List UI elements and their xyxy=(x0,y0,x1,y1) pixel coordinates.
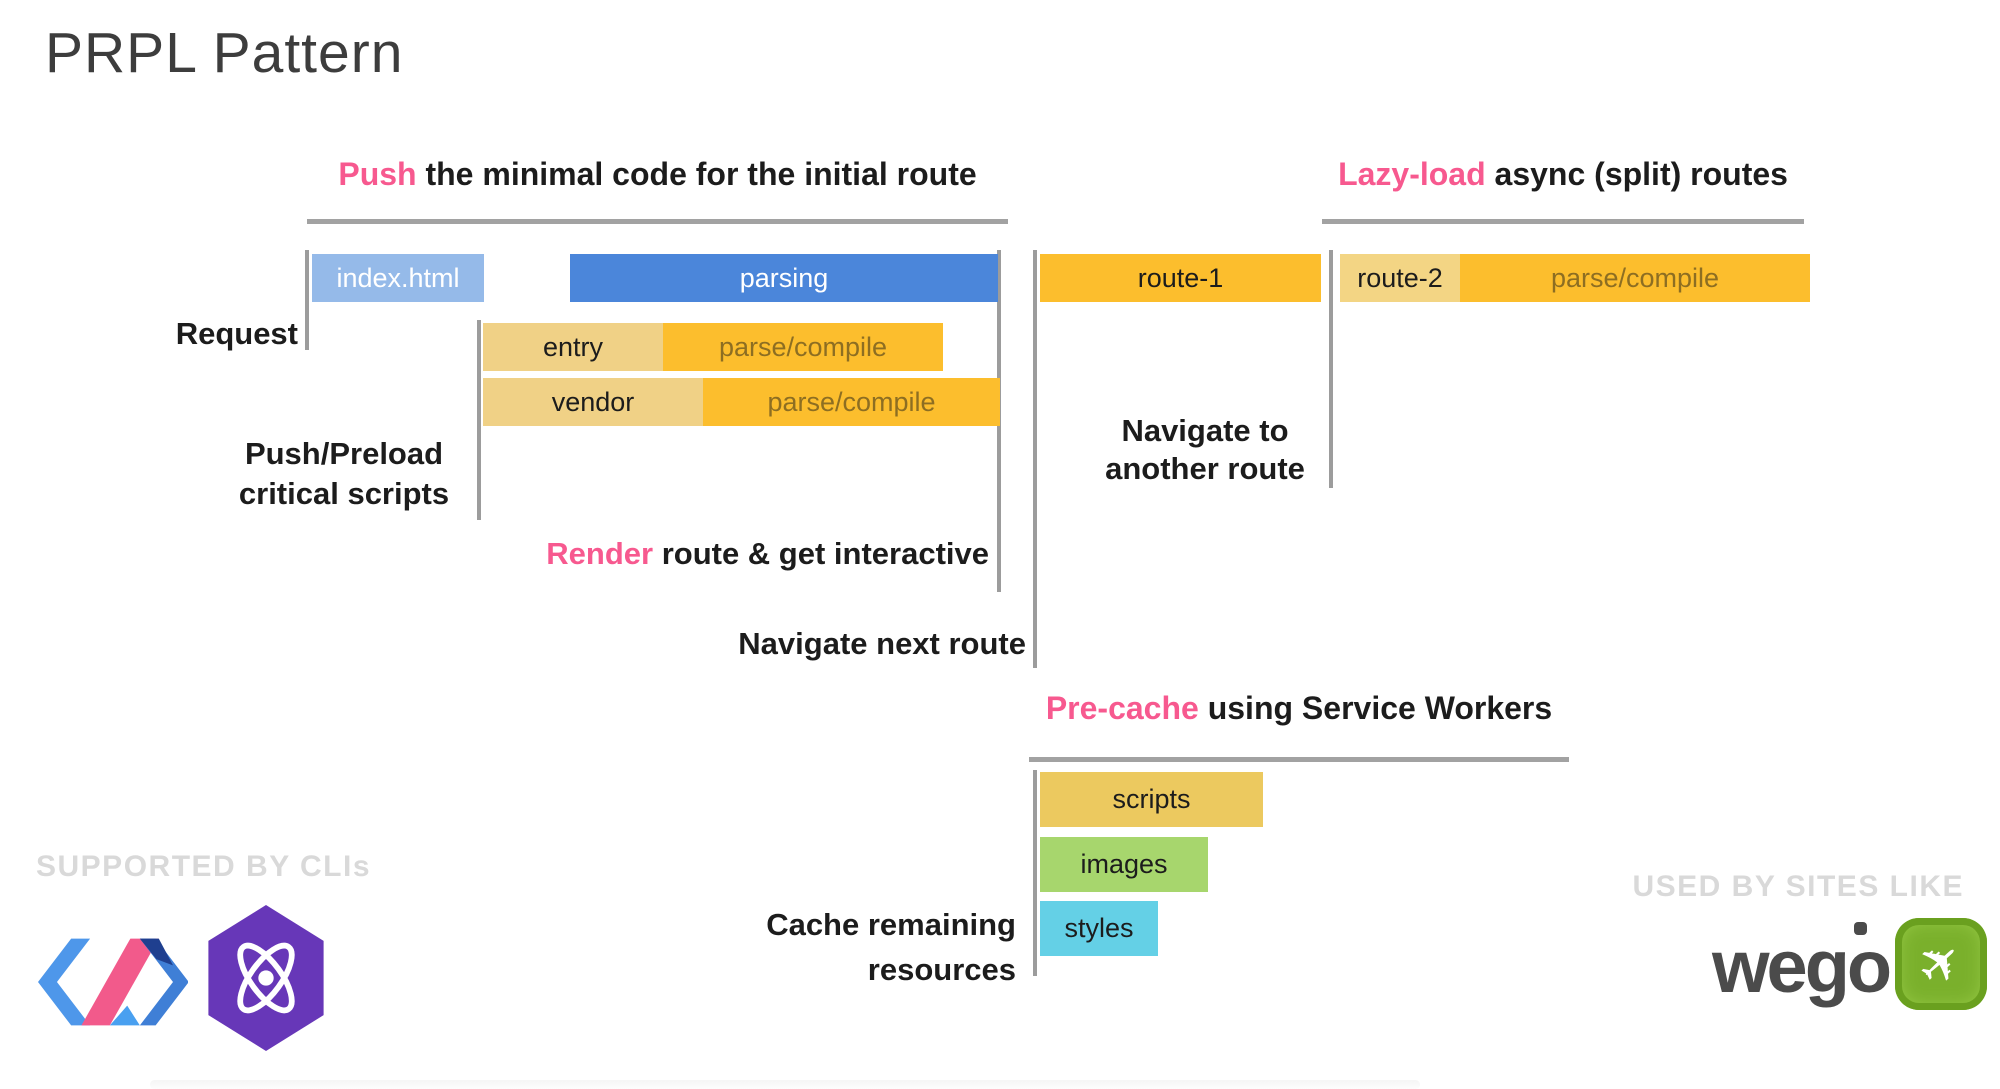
navigate-next-line xyxy=(1033,250,1037,668)
label-push-preload-line1: Push/Preload xyxy=(244,436,444,471)
bar-index-html-label: index.html xyxy=(336,262,460,293)
page-title: PRPL Pattern xyxy=(45,21,404,85)
bar-entry: entry xyxy=(483,323,663,371)
bar-route-1-label: route-1 xyxy=(1137,262,1224,293)
section-header-lazy: Lazy-load async (split) routes xyxy=(1322,156,1804,193)
bar-entry-parse: parse/compile xyxy=(663,323,943,371)
render-highlight: Render xyxy=(546,536,654,571)
bar-parsing: parsing xyxy=(570,254,998,302)
push-underline xyxy=(307,219,1008,224)
label-navigate-another-line1: Navigate to xyxy=(1121,413,1289,448)
used-by-sites-label: USED BY SITES LIKE xyxy=(1632,870,1964,903)
bar-styles: styles xyxy=(1040,901,1158,956)
bar-index-html: index.html xyxy=(312,254,484,302)
label-cache-line1: Cache remaining xyxy=(766,907,1016,942)
push-highlight: Push xyxy=(338,156,417,192)
bar-vendor-group: vendor parse/compile xyxy=(483,378,1000,426)
label-request: Request xyxy=(175,316,298,351)
bar-vendor-label: vendor xyxy=(551,386,635,417)
lazy-highlight: Lazy-load xyxy=(1338,156,1486,192)
label-push-preload-line2: critical scripts xyxy=(238,476,450,511)
bar-route-2-label: route-2 xyxy=(1357,262,1443,293)
push-preload-line xyxy=(477,320,481,520)
precache-highlight: Pre-cache xyxy=(1045,690,1199,726)
bar-route-2-parse-label: parse/compile xyxy=(1550,262,1720,293)
section-header-push: Push the minimal code for the initial ro… xyxy=(307,156,1008,193)
label-cache-remaining: Cache remaining resources xyxy=(740,902,1016,992)
label-navigate-another-line2: another route xyxy=(1105,451,1305,486)
bar-images: images xyxy=(1040,837,1208,892)
bar-route-2-group: route-2 parse/compile xyxy=(1340,254,1810,302)
bar-images-label: images xyxy=(1080,849,1168,879)
label-push-preload: Push/Preload critical scripts xyxy=(186,434,502,514)
label-navigate-next: Navigate next route xyxy=(738,626,1026,661)
request-line xyxy=(305,250,309,350)
bar-styles-label: styles xyxy=(1064,913,1134,943)
bar-entry-label: entry xyxy=(542,331,604,362)
bar-scripts: scripts xyxy=(1040,772,1263,827)
wego-o-dot xyxy=(1854,922,1868,935)
label-cache-line2: resources xyxy=(867,952,1016,987)
cache-line xyxy=(1033,770,1037,976)
bar-vendor-parse-label: parse/compile xyxy=(767,386,936,417)
section-header-precache: Pre-cache using Service Workers xyxy=(1029,690,1569,727)
bar-vendor: vendor xyxy=(483,378,703,426)
bar-route-1: route-1 xyxy=(1040,254,1321,302)
precache-rest: using Service Workers xyxy=(1198,690,1553,726)
wego-wordmark: wego xyxy=(1712,922,1892,1004)
wego-logo: wego ✈ xyxy=(1712,918,1988,1010)
preact-logo-icon xyxy=(202,905,330,1051)
push-rest: the minimal code for the initial route xyxy=(416,156,977,192)
precache-underline xyxy=(1029,757,1569,762)
wego-badge: ✈ xyxy=(1895,918,1988,1010)
lazy-rest: async (split) routes xyxy=(1485,156,1788,192)
bar-entry-parse-label: parse/compile xyxy=(718,331,888,362)
polymer-logo-icon xyxy=(38,928,189,1036)
label-navigate-another: Navigate to another route xyxy=(1085,412,1325,488)
bar-vendor-parse: parse/compile xyxy=(703,378,1000,426)
label-render: Render route & get interactive xyxy=(480,536,989,572)
bar-parsing-label: parsing xyxy=(739,262,829,293)
bar-entry-group: entry parse/compile xyxy=(483,323,943,371)
wego-plane-icon: ✈ xyxy=(1905,927,1977,1001)
bar-route-2-parse: parse/compile xyxy=(1460,254,1810,302)
route2-line xyxy=(1329,250,1333,488)
bar-scripts-label: scripts xyxy=(1112,784,1191,814)
lazy-underline xyxy=(1322,219,1804,224)
bar-route-2: route-2 xyxy=(1340,254,1460,302)
render-rest: route & get interactive xyxy=(653,536,989,571)
supported-by-clis-label: SUPPORTED BY CLIs xyxy=(36,850,372,883)
wego-text: wego xyxy=(1712,925,1892,1008)
bottom-shadow xyxy=(150,1080,1420,1089)
